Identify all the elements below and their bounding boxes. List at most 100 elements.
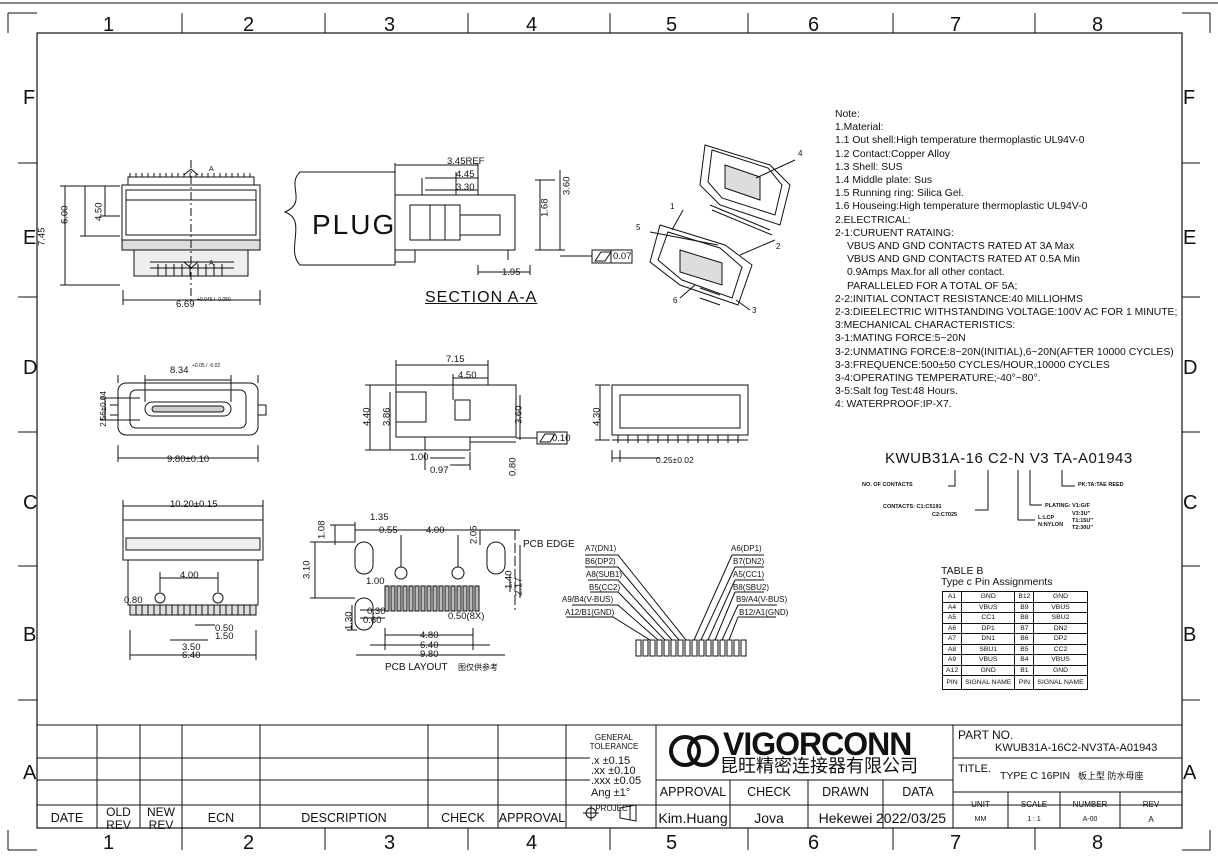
zone-row: C: [23, 492, 38, 514]
zone-col: 8: [1092, 14, 1104, 36]
zone-col: 6: [808, 14, 820, 36]
cell: B8: [1014, 612, 1035, 624]
dim-label: 3.10: [301, 560, 313, 580]
pin-label-right: B7(DN2): [733, 557, 765, 566]
section-view: [283, 163, 633, 275]
dim-label: 6.40: [182, 650, 201, 661]
note-line: 2-3:DIEELECTRIC WITHSTANDING VOLTAGE:100…: [835, 307, 1178, 319]
note-line: 1.3 Shell: SUS: [835, 161, 903, 173]
cell: SIGNAL NAME: [1033, 675, 1088, 690]
dim-tolerance: +0.05 / -0.02: [192, 363, 221, 369]
cell: GND: [961, 591, 1016, 603]
zone-col: 6: [808, 832, 820, 854]
dim-label: 0.80: [507, 457, 519, 477]
note-line: VBUS AND GND CONTACTS RATED AT 0.5A Min: [847, 254, 1081, 266]
zone-col: 5: [666, 832, 678, 854]
scale-label: SCALE: [1020, 800, 1048, 809]
packing-label: PK:TA:TAE REED: [1078, 482, 1124, 488]
dim-label: 0.60: [363, 615, 382, 626]
zone-col: 5: [666, 14, 678, 36]
drawn-value: Hekewei: [818, 810, 873, 826]
cell: B9: [1014, 601, 1035, 613]
dim-label: 1.35: [370, 512, 389, 523]
rev-header: CHECK: [441, 811, 485, 825]
balloon-5: 5: [636, 223, 641, 232]
title-block-lines: [37, 724, 1182, 828]
flatness-value: 0.10: [552, 433, 571, 444]
nylon-label: N:NYLON: [1038, 522, 1064, 528]
date-value: 2022/03/25: [876, 810, 947, 826]
cell: A5: [941, 612, 963, 624]
cell: PIN: [941, 675, 963, 690]
note-line: 3-3:FREQUENCE:500±50 CYCLES/HOUR,10000 C…: [835, 359, 1110, 371]
zone-col: 4: [526, 832, 538, 854]
pin-label-left: A9/B4(V-BUS): [562, 595, 614, 604]
zone-col: 1: [103, 14, 115, 36]
tolerance-xxx: .xxx ±0.05: [591, 775, 642, 787]
cell: GND: [961, 664, 1016, 676]
zone-col: 4: [526, 14, 538, 36]
zone-row: A: [1183, 762, 1197, 784]
cell: VBUS: [1033, 601, 1088, 613]
zone-col: 8: [1092, 832, 1104, 854]
balloon-6: 6: [673, 296, 678, 305]
balloon-2: 2: [776, 242, 781, 251]
side-view: [365, 360, 568, 470]
zone-row: D: [23, 357, 38, 379]
cell: SBU1: [961, 643, 1016, 655]
company-logo-mark: [669, 735, 719, 767]
project-label: PROJECT: [595, 804, 633, 813]
dim-label: 1.68: [539, 198, 551, 218]
dim-label: 1.50: [215, 631, 234, 642]
dim-label: 4.80: [420, 630, 439, 641]
pin-label-left: A7(DN1): [585, 544, 617, 553]
no-contacts-label: NO. OF CONTACTS: [862, 482, 913, 488]
dim-label: 0.80: [124, 595, 143, 606]
pin-label-left: B6(DP2): [585, 557, 616, 566]
note-line: PARALLELED FOR A TOTAL OF 5A;: [847, 280, 1018, 292]
cell: A9: [941, 654, 963, 666]
dim-label: 1.00: [410, 452, 429, 463]
zone-row: C: [1183, 492, 1198, 514]
pin-label-left: A8(SUB1): [586, 570, 623, 579]
note-line: 3:MECHANICAL CHARACTERISTICS:: [835, 320, 1016, 332]
dim-label: 6.69: [176, 299, 195, 310]
contacts-label-2: C2:C7025: [932, 512, 958, 518]
zone-row: B: [23, 624, 37, 646]
balloon-3: 3: [752, 306, 757, 315]
note-line: 0.9Amps Max.for all other contact.: [847, 267, 1005, 279]
dim-label: 0.25±0.02: [656, 455, 694, 465]
zone-ticks: [7, 12, 1211, 851]
tolerance-xx: .xx ±0.10: [591, 765, 636, 777]
dim-label: 3.60: [561, 176, 573, 196]
cell: B12: [1014, 591, 1035, 603]
dim-label: 0.50(8X): [448, 611, 485, 622]
pin-fanout: [566, 554, 777, 657]
zone-col: 1: [103, 832, 115, 854]
approval-label: APPROVAL: [659, 785, 727, 799]
zone-row: B: [1183, 624, 1197, 646]
dim-label: 3.86: [381, 407, 393, 427]
dim-label: 4.45: [456, 169, 475, 180]
cell: DP2: [1033, 633, 1088, 645]
note-line: VBUS AND GND CONTACTS RATED AT 3A Max: [847, 241, 1075, 253]
balloon-1: 1: [670, 202, 675, 211]
rev-header: DATE: [50, 811, 84, 825]
dim-label: 6.40: [420, 640, 439, 651]
note-line: 3-2:UNMATING FORCE:8~20N(INITIAL),6~20N(…: [835, 346, 1174, 358]
table-b-subtitle: Type c Pin Assignments: [941, 576, 1053, 588]
cell: A8: [941, 643, 963, 655]
section-mark: A: [209, 260, 214, 267]
check-value: Jova: [754, 810, 784, 826]
dim-label: 0.55: [379, 525, 398, 536]
pin-label-right: A5(CC1): [733, 570, 765, 579]
title-label: TITLE.: [958, 763, 992, 775]
dim-label: 4.50: [458, 370, 477, 381]
zone-col: 3: [384, 832, 396, 854]
cell: B1: [1014, 664, 1035, 676]
dim-label: 2.05: [468, 525, 480, 545]
dim-label: 9.80: [420, 649, 439, 660]
